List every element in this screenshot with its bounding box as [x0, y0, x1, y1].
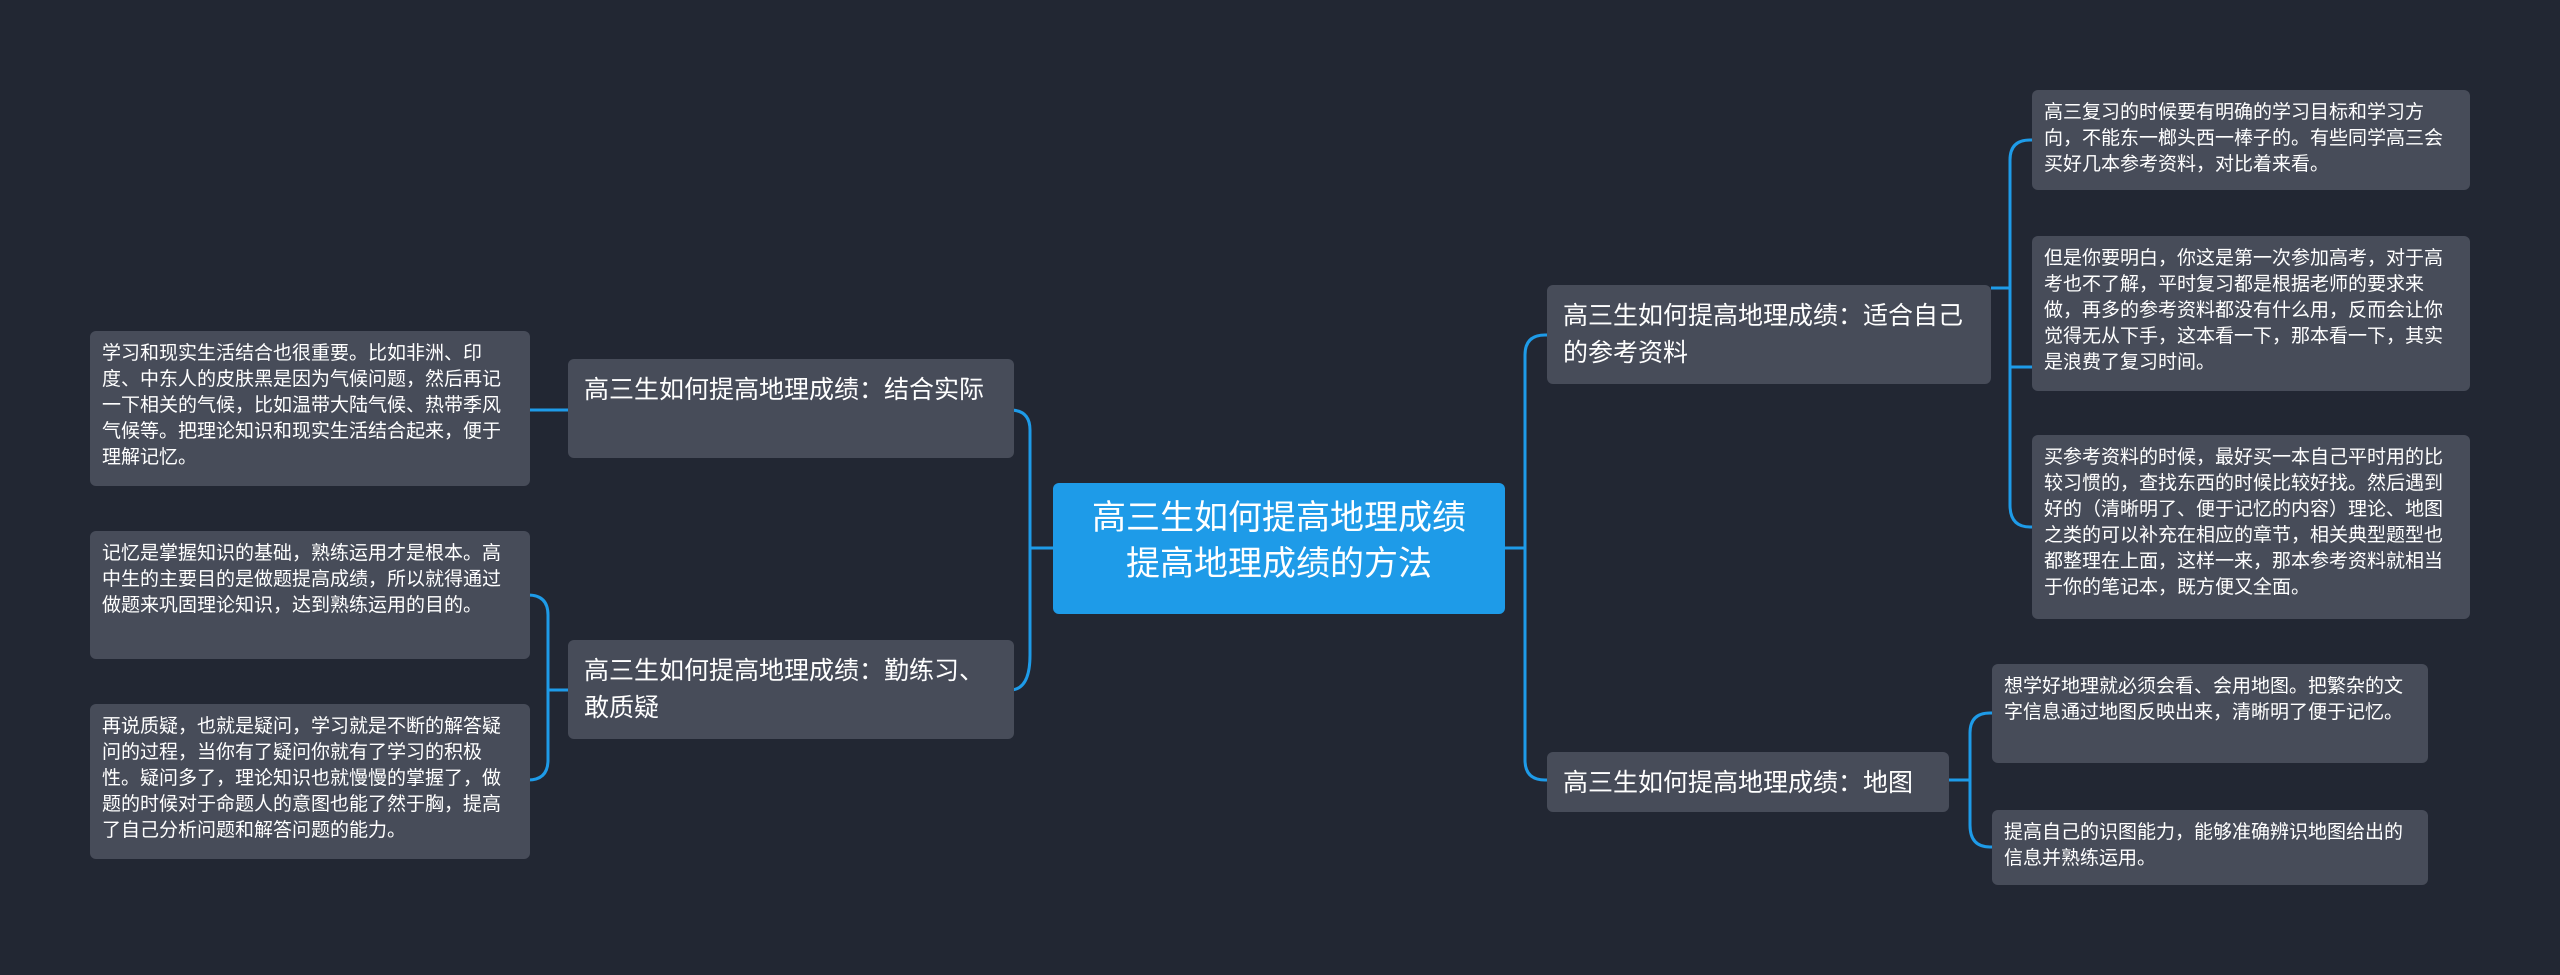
- branch-reference[interactable]: 高三生如何提高地理成绩：适合自己的参考资料: [1547, 285, 1991, 384]
- root-node[interactable]: 高三生如何提高地理成绩 提高地理成绩的方法: [1053, 483, 1505, 614]
- branch-map[interactable]: 高三生如何提高地理成绩：地图: [1547, 752, 1949, 812]
- leaf-practice-2[interactable]: 再说质疑，也就是疑问，学习就是不断的解答疑问的过程，当你有了疑问你就有了学习的积…: [90, 704, 530, 859]
- leaf-map-1[interactable]: 想学好地理就必须会看、会用地图。把繁杂的文字信息通过地图反映出来，清晰明了便于记…: [1992, 664, 2428, 763]
- leaf-realworld-1[interactable]: 学习和现实生活结合也很重要。比如非洲、印度、中东人的皮肤黑是因为气候问题，然后再…: [90, 331, 530, 486]
- connector-branch-reference: [1991, 138, 2032, 529]
- leaf-map-2[interactable]: 提高自己的识图能力，能够准确辨识地图给出的信息并熟练运用。: [1992, 810, 2428, 885]
- root-title-line2: 提高地理成绩的方法: [1126, 544, 1432, 584]
- leaf-reference-1[interactable]: 高三复习的时候要有明确的学习目标和学习方向，不能东一榔头西一棒子的。有些同学高三…: [2032, 90, 2470, 190]
- branch-practice[interactable]: 高三生如何提高地理成绩：勤练习、敢质疑: [568, 640, 1014, 739]
- leaf-practice-1[interactable]: 记忆是掌握知识的基础，熟练运用才是根本。高中生的主要目的是做题提高成绩，所以就得…: [90, 531, 530, 659]
- root-title-line1: 高三生如何提高地理成绩: [1092, 498, 1466, 538]
- connector-root-right: [1505, 333, 1547, 782]
- leaf-reference-3[interactable]: 买参考资料的时候，最好买一本自己平时用的比较习惯的，查找东西的时候比较好找。然后…: [2032, 435, 2470, 619]
- connector-branch-practice: [527, 593, 568, 782]
- branch-realworld[interactable]: 高三生如何提高地理成绩：结合实际: [568, 359, 1014, 458]
- connector-branch-map: [1949, 711, 1992, 849]
- connector-root-left: [1009, 408, 1053, 692]
- leaf-reference-2[interactable]: 但是你要明白，你这是第一次参加高考，对于高考也不了解，平时复习都是根据老师的要求…: [2032, 236, 2470, 391]
